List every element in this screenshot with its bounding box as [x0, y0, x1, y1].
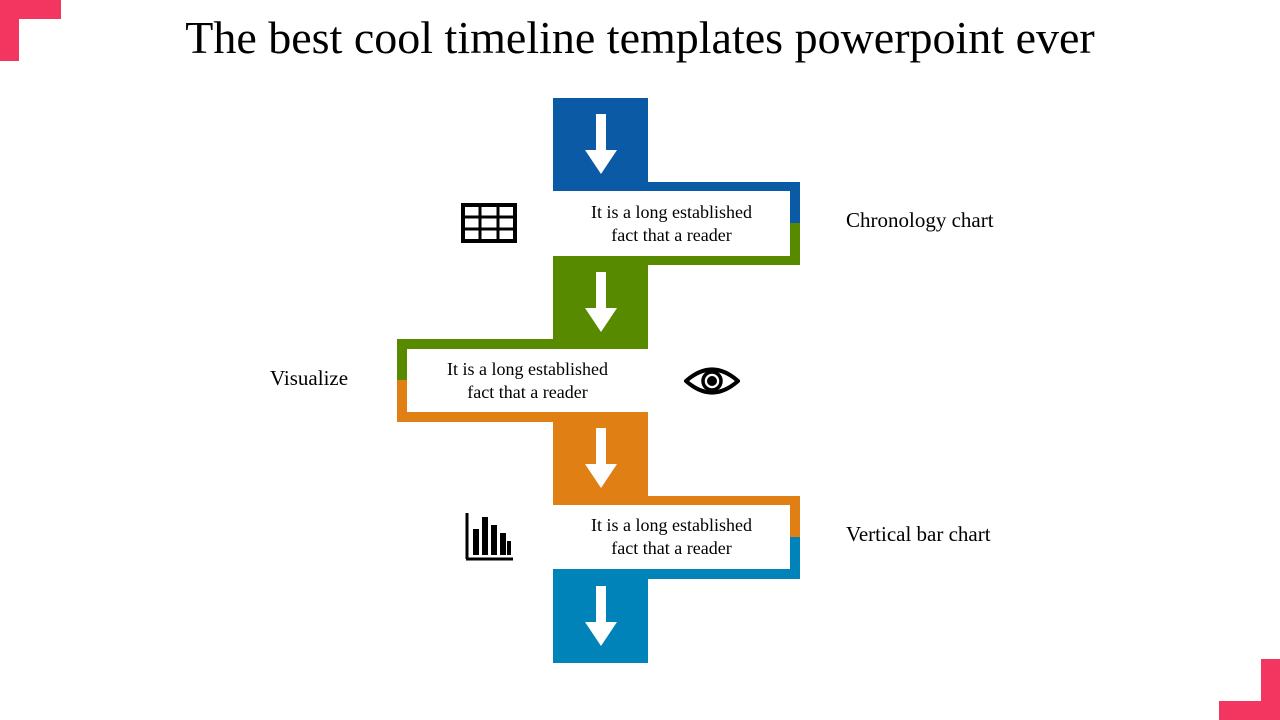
step-1-label: Chronology chart: [846, 208, 994, 232]
step-3-label: Vertical bar chart: [846, 522, 991, 546]
eye-icon: [684, 367, 740, 395]
down-arrow-icon: [585, 586, 617, 646]
step-3-text: It is a long established fact that a read…: [553, 505, 790, 569]
step-3-text-line-1: It is a long established: [591, 515, 752, 535]
down-arrow-icon: [585, 114, 617, 174]
bar-chart-icon: [465, 513, 513, 561]
step-1-text-line-2: fact that a reader: [611, 224, 732, 245]
step-2-text-line-1: It is a long established: [447, 358, 608, 379]
down-arrow-icon: [585, 272, 617, 332]
step-2-text-line-2: fact that a reader: [467, 381, 588, 402]
down-arrow-icon: [585, 428, 617, 488]
page-title: The best cool timeline templates powerpo…: [185, 12, 1095, 63]
step-2-label: Visualize: [270, 366, 349, 390]
step-3-text-line-2: fact that a reader: [611, 538, 732, 558]
step-1-text-line-1: It is a long established: [591, 201, 752, 222]
table-icon: [461, 203, 517, 243]
